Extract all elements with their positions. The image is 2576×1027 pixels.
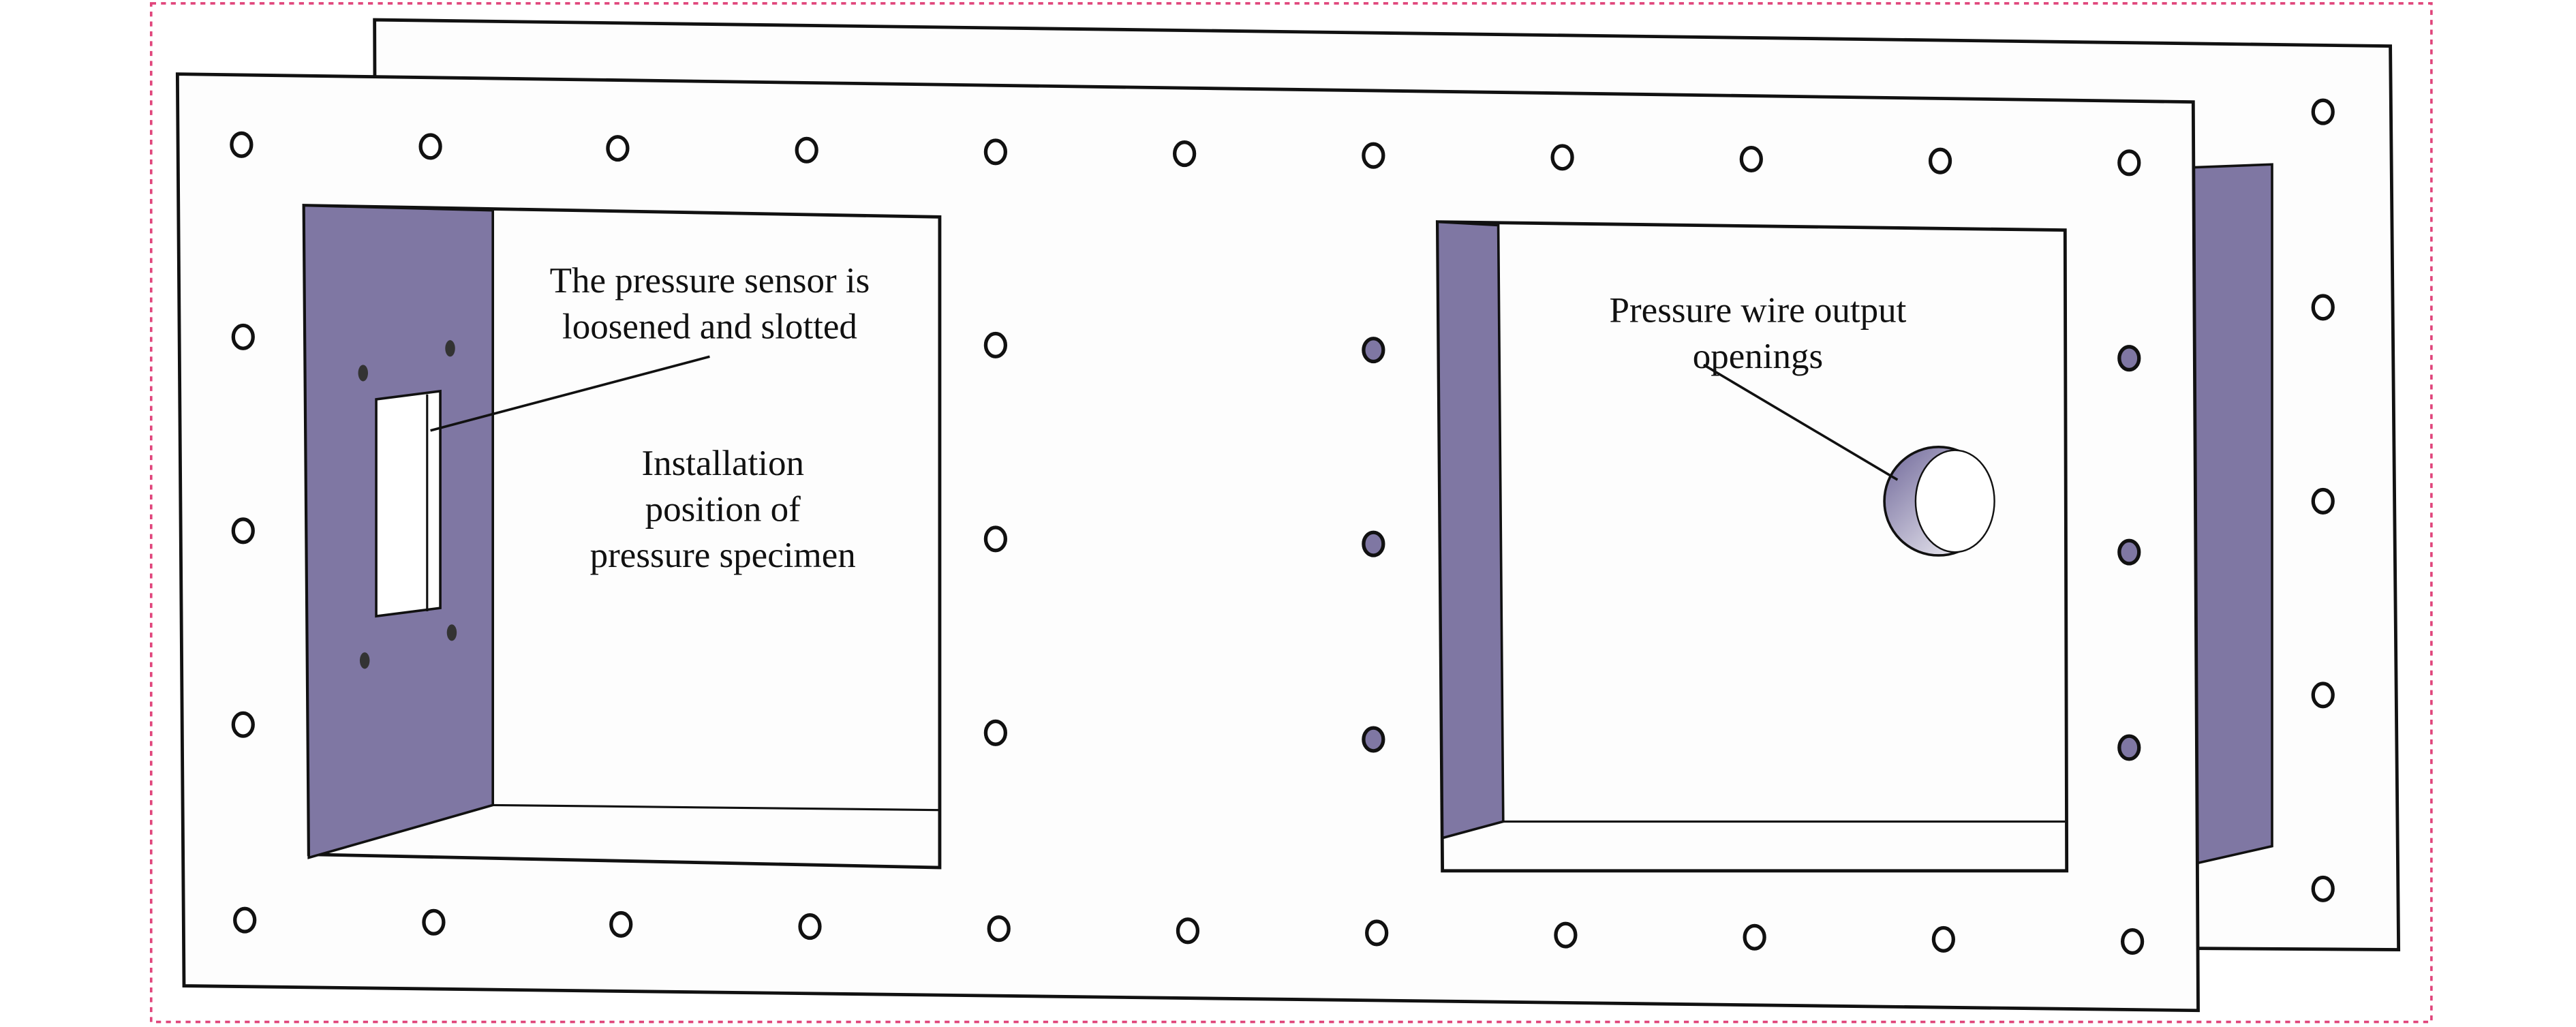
bolt-hole [1554,921,1578,949]
bolt-hole [418,133,442,160]
figure-frame-border [149,2,2433,1024]
right-opening [1435,220,2069,873]
bolt-hole [233,906,257,934]
bolt-hole [609,910,633,938]
bolt-hole [606,135,630,162]
bolt-hole [2117,149,2141,177]
bolt-hole [2311,294,2335,321]
bolt-hole [983,525,1008,553]
panel-hole [359,652,370,669]
bolt-hole [1365,919,1389,947]
bolt-hole [2117,734,2141,761]
bolt-hole [798,913,822,940]
wire-output-opening [1883,446,1995,557]
label-specimen-line2: position of [645,489,801,529]
back-plate-bolt-holes [2311,98,2335,902]
right-inner-panel [1436,220,1505,840]
bolt-hole [2311,681,2335,709]
bolt-hole [983,719,1008,746]
bolt-hole [2117,538,2141,566]
bolt-hole [1743,923,1766,951]
bolt-hole [231,711,255,738]
bolt-hole [2311,487,2335,515]
bolt-hole [983,138,1008,166]
bolt-hole [2117,345,2141,372]
bolt-hole [1550,144,1574,171]
leader-line-wire [1702,363,1899,481]
bolt-hole [231,517,255,545]
label-wire-opening-line1: Pressure wire output [1610,291,1907,331]
label-sensor-slot-line1: The pressure sensor is [550,261,870,301]
bolt-hole [2311,98,2335,125]
bolt-hole [1362,337,1385,364]
bolt-hole [230,131,254,158]
bolt-hole [1176,917,1200,945]
sensor-slot [375,389,442,618]
bolt-hole [1928,147,1952,174]
bolt-hole [422,908,446,936]
bolt-hole [795,136,818,164]
label-sensor-slot-line2: loosened and slotted [562,307,857,347]
bolt-hole [987,915,1011,942]
bolt-hole [1362,142,1385,169]
left-opening [302,204,942,870]
bolt-hole [1362,530,1385,557]
bolt-hole [2120,928,2145,955]
bolt-hole [1173,140,1197,168]
bolt-hole [1739,145,1763,173]
label-specimen-line3: pressure specimen [590,536,856,575]
leader-line-sensor [430,355,710,432]
bolt-hole [1931,925,1955,953]
label-wire-opening-line2: openings [1693,337,1823,376]
bolt-hole [231,323,255,350]
panel-hole [358,365,368,382]
panel-hole [445,340,455,357]
front-plate-bolt-holes [230,131,2145,955]
panel-hole [446,624,457,641]
label-specimen-line1: Installation [641,444,804,483]
bolt-hole [983,331,1008,358]
bolt-hole [1362,726,1385,753]
bolt-hole [2311,875,2335,902]
